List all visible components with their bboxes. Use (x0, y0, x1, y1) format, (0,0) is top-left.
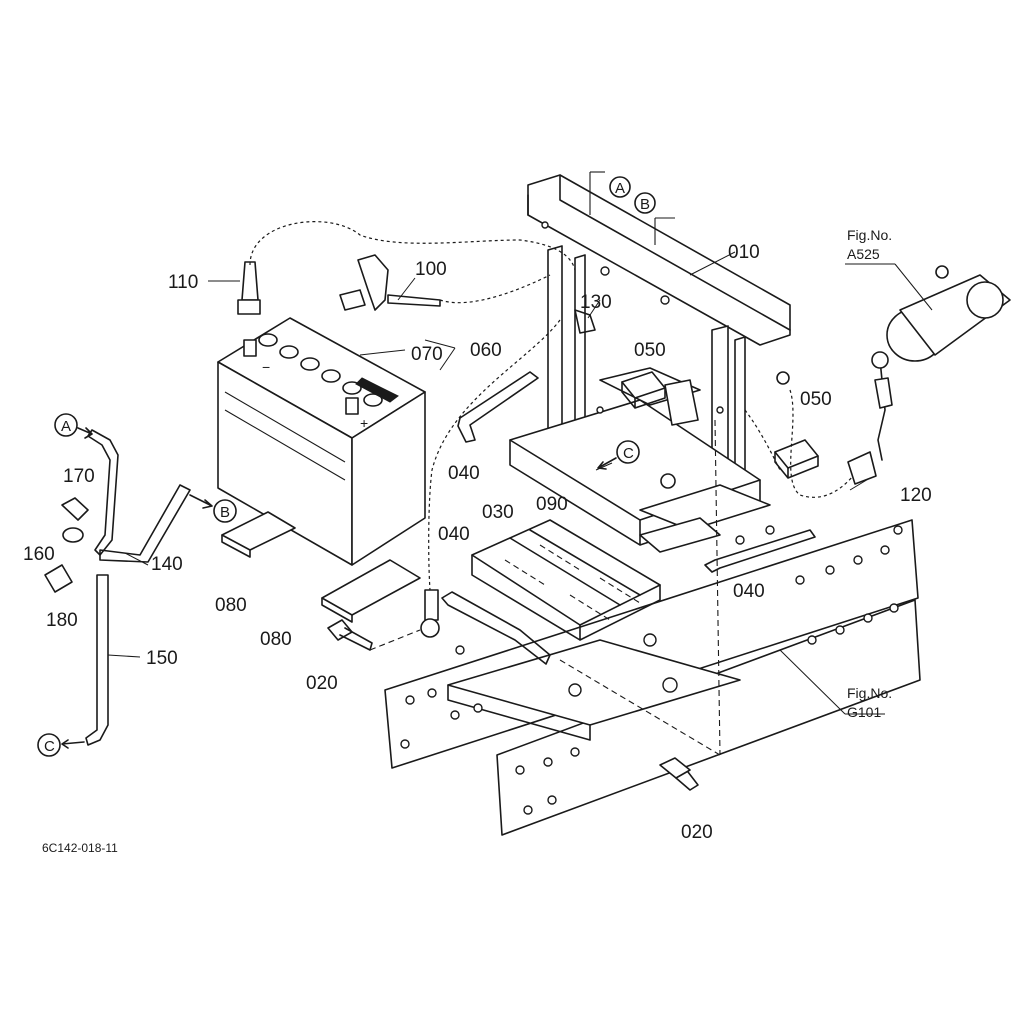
label-010: 010 (728, 242, 760, 263)
callout-b2: B (189, 494, 237, 523)
svg-text:C: C (44, 738, 55, 755)
label-150: 150 (146, 648, 178, 669)
svg-text:B: B (640, 196, 650, 213)
label-110: 110 (168, 272, 198, 293)
callout-c1: C (597, 440, 640, 470)
label-100: 100 (415, 259, 447, 280)
battery-tray (471, 519, 661, 641)
battery-caps (258, 333, 383, 407)
svg-text:A: A (615, 180, 625, 197)
label-070: 070 (411, 344, 443, 365)
label-160: 160 (23, 544, 55, 565)
starter-motor (847, 265, 1011, 485)
battery: − + (217, 317, 426, 566)
tray-dots (504, 544, 641, 621)
fig-ref-g101-title: Fig.No. (847, 685, 892, 701)
svg-text:C: C (623, 445, 634, 462)
svg-text:A: A (61, 418, 71, 435)
hold-down-rods (441, 371, 816, 665)
drawing-code: 6C142-018-11 (42, 841, 118, 855)
label-040-right: 040 (733, 581, 765, 602)
svg-text:B: B (220, 504, 230, 521)
callout-b1: B (634, 192, 656, 214)
callout-a2: A (54, 413, 93, 439)
label-060: 060 (470, 340, 502, 361)
label-020-bottom: 020 (681, 822, 713, 843)
label-040-top: 040 (448, 463, 480, 484)
battery-sheets (221, 511, 421, 623)
label-040-mid: 040 (438, 524, 470, 545)
callout-c2: C (37, 733, 85, 757)
label-050-top: 050 (634, 340, 666, 361)
label-020-left: 020 (306, 673, 338, 694)
figure-ref-a525: Fig.No. A525 (847, 227, 892, 262)
leader-lines (107, 251, 933, 715)
fig-ref-g101-code: G101 (847, 704, 881, 720)
battery-cables (237, 221, 859, 638)
label-080-left: 080 (215, 595, 247, 616)
battery-minus-mark: − (262, 359, 270, 375)
figure-ref-g101: Fig.No. G101 (847, 685, 892, 720)
frame-rails (384, 519, 921, 836)
fig-ref-a525-code: A525 (847, 246, 880, 262)
rubber-pads (621, 371, 819, 479)
label-140: 140 (151, 554, 183, 575)
battery-clamp (44, 429, 191, 746)
bolts (327, 371, 790, 791)
label-050-right: 050 (800, 389, 832, 410)
label-030: 030 (482, 502, 514, 523)
battery-terminals (243, 339, 359, 415)
fig-ref-a525-title: Fig.No. (847, 227, 892, 243)
label-090: 090 (536, 494, 568, 515)
label-170: 170 (63, 466, 95, 487)
frame-holes (400, 525, 903, 815)
label-130: 130 (580, 292, 612, 313)
battery-plus-mark: + (360, 415, 368, 431)
label-180: 180 (46, 610, 78, 631)
reference-lines (369, 171, 721, 756)
label-080-bottom: 080 (260, 629, 292, 650)
callout-a1: A (609, 176, 631, 198)
part-labels: 010 020 020 030 040 040 040 050 050 060 … (23, 242, 932, 843)
label-120: 120 (900, 485, 932, 506)
